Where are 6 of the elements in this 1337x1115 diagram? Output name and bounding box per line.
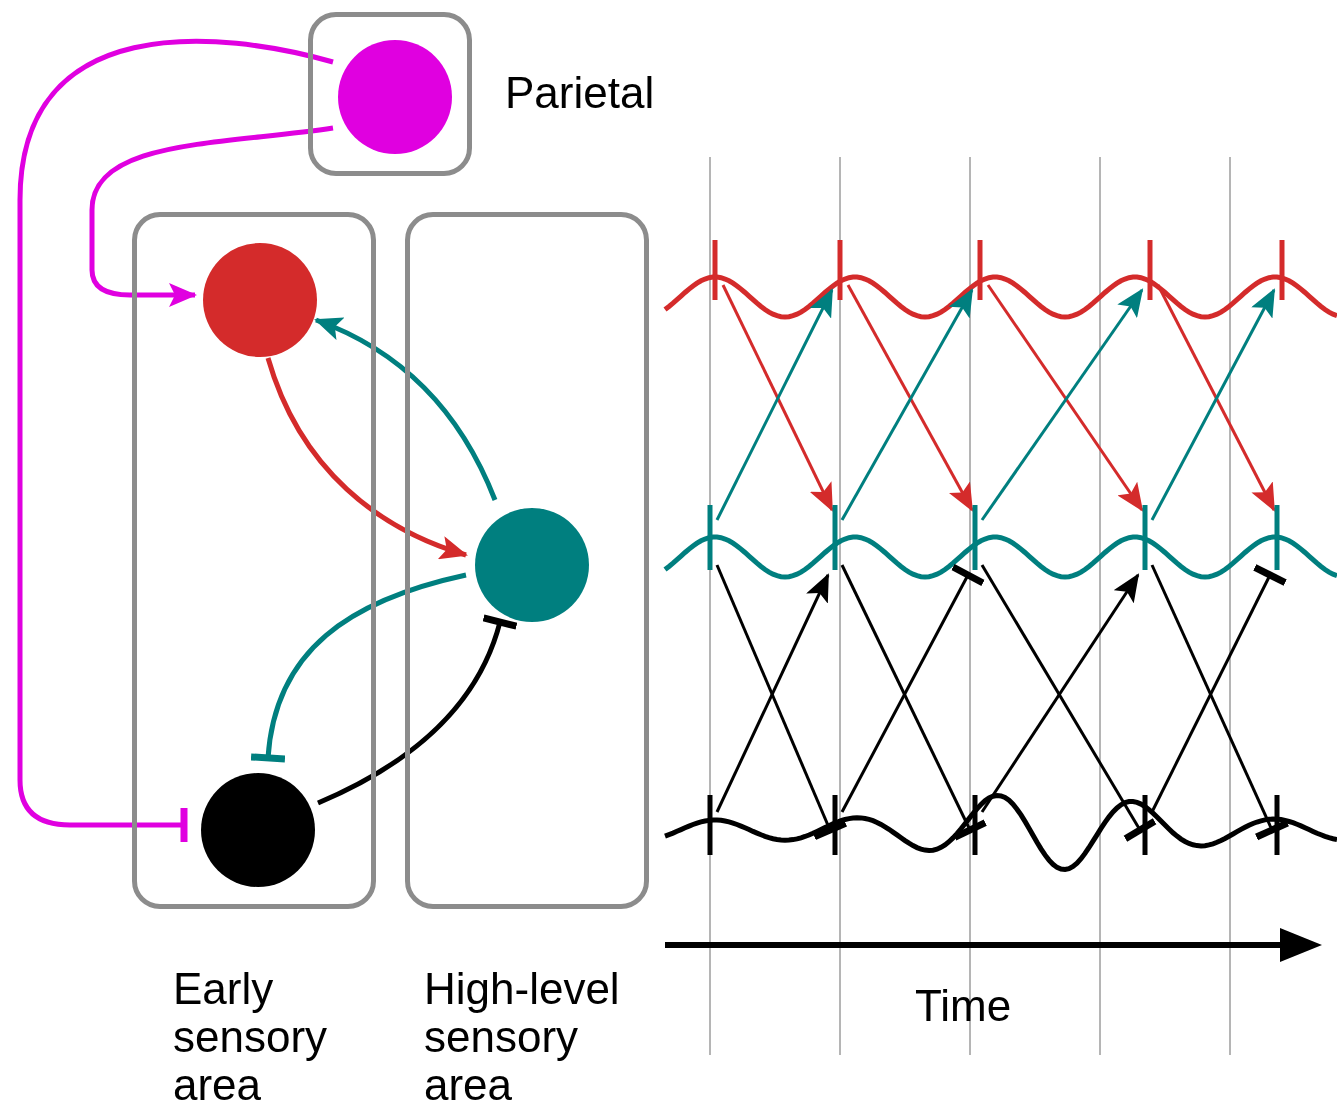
region-label: Parietal (505, 69, 655, 117)
connector-arrow (265, 357, 468, 559)
region-label: Early sensory area (173, 965, 329, 1109)
axis-label: Time (915, 982, 1012, 1030)
region-label: High-level sensory area (424, 965, 621, 1109)
connector-arrow (314, 317, 498, 501)
